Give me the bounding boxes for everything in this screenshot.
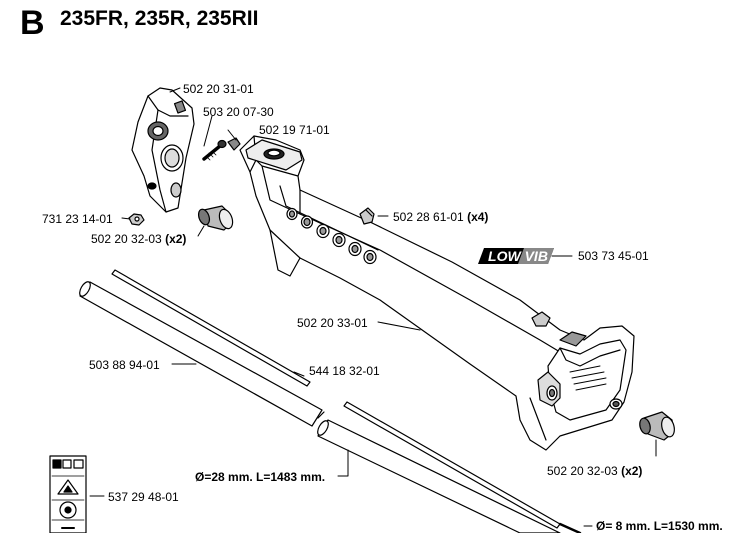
- section-letter: B: [20, 4, 45, 42]
- callout-502-28-61-01: 502 28 61-01 (x4): [393, 210, 489, 224]
- callout-731-23-14-01: 731 23 14-01: [42, 212, 113, 226]
- callout-544-18-32-01: 544 18 32-01: [309, 364, 380, 378]
- callout-503-20-07-30: 503 20 07-30: [203, 105, 274, 119]
- callout-502-20-33-01: 502 20 33-01: [297, 316, 368, 330]
- grip-plug-lower-part: [639, 411, 675, 441]
- callout-502-19-71-01: 502 19 71-01: [259, 123, 330, 137]
- outer-tube-lower-part: [317, 419, 561, 533]
- callout-537-29-48-01: 537 29 48-01: [108, 490, 179, 504]
- housing-clip-part: [359, 207, 551, 327]
- outer-tube-part: [79, 281, 325, 427]
- inner-rod-lower-part: [343, 401, 582, 533]
- model-title: 235FR, 235R, 235RII: [60, 7, 259, 30]
- handle-bracket-part: [131, 87, 195, 213]
- nut-part: [128, 213, 145, 226]
- low-vib-logo: LOW VIB: [478, 248, 554, 264]
- callout-outer-tube-spec: Ø=28 mm. L=1483 mm.: [195, 470, 326, 484]
- callout-503-73-45-01: 503 73 45-01: [578, 249, 649, 263]
- svg-text:LOW VIB: LOW VIB: [488, 248, 548, 264]
- grip-plug-upper-part: [197, 205, 234, 231]
- callout-502-20-32-03-lower: 502 20 32-03 (x2): [547, 464, 643, 478]
- main-housing-part: [239, 135, 635, 451]
- leader-lines: [89, 87, 657, 527]
- callout-502-20-31-01: 502 20 31-01: [183, 82, 254, 96]
- inner-rod-part: [111, 269, 311, 387]
- callout-502-20-32-03-upper: 502 20 32-03 (x2): [91, 232, 187, 246]
- clip-part: [227, 137, 241, 151]
- callout-inner-rod-spec: Ø= 8 mm. L=1530 mm.: [596, 519, 723, 533]
- warning-decal-part: [49, 455, 87, 533]
- callout-503-88-94-01: 503 88 94-01: [89, 358, 160, 372]
- screw-part: [202, 139, 227, 161]
